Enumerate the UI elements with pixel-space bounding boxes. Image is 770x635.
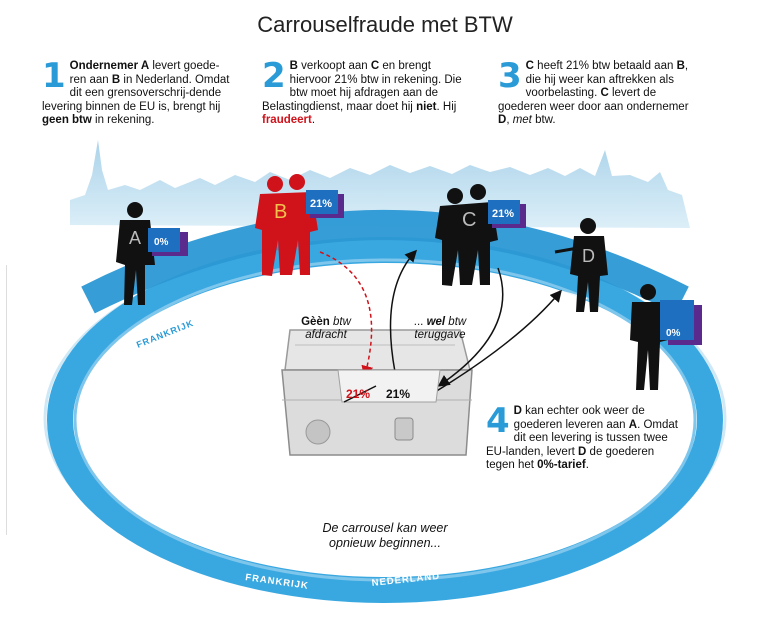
person-c-figures (435, 184, 526, 286)
step-1-number: 1 (42, 56, 66, 96)
step-1-text: 1 Ondernemer A levert goede-ren aan B in… (42, 56, 232, 128)
step-2-number: 2 (262, 56, 286, 96)
step-4-segment: . Omdat dit een levering is tussen twee … (486, 418, 678, 458)
box-labels: 0% 21% 21% 0% (154, 198, 681, 339)
band-label-top-fr: FRANKRIJK (135, 318, 195, 350)
person-letter-c: C (462, 209, 476, 231)
step-2-segment: C (370, 60, 380, 72)
skyline (70, 140, 690, 228)
step-4-segment: kan echter ook weer de goederen leveren … (513, 405, 645, 431)
flow-arrows (319, 249, 562, 393)
step-4-segment: . (585, 459, 589, 471)
step-4-segment: de goederen tegen het (486, 445, 655, 472)
chest-struck-value: 21% (346, 387, 370, 401)
step-1-segment: B (111, 73, 121, 86)
chest-value: 21% (386, 387, 410, 401)
step-2-segment: niet (416, 100, 437, 113)
box-label-b: 21% (310, 198, 332, 210)
person-a-return-figure (630, 284, 702, 390)
person-d-figure (554, 218, 608, 312)
box-label-a: 0% (154, 237, 169, 248)
step-3-segment: levert de goederen weer door aan onderne… (498, 87, 689, 113)
step-4-segment: 0%-tarief (537, 459, 586, 471)
step-4-number: 4 (486, 401, 510, 441)
page-title: Carrouselfraude met BTW (257, 12, 513, 37)
wel-teruggave-label: ... wel btw teruggave (413, 316, 467, 341)
step-3-segment: heeft 21% btw betaald aan (533, 60, 677, 72)
page-edge (0, 265, 7, 535)
step-3-segment: C (525, 60, 534, 72)
geen-afdracht-label: Gèèn btw afdracht (301, 316, 351, 341)
box-label-d: 0% (666, 328, 681, 339)
step-4-text: 4 D kan echter ook weer de goederen leve… (486, 401, 682, 473)
step-2-segment: fraudeert (262, 114, 312, 126)
box-label-c: 21% (492, 208, 514, 220)
chest-sheet (337, 369, 441, 403)
step-2-segment: verkoopt aan (297, 60, 371, 72)
chest-labels: 21% 21% (346, 387, 410, 401)
person-letter-d: D (582, 246, 595, 266)
step-2-segment: . (311, 114, 316, 126)
step-1-segment: in Nederland. Omdat dit een grensoversch… (42, 73, 230, 113)
step-3-text: 3 C heeft 21% btw betaald aan B, die hij… (498, 56, 698, 128)
step-2-body: B verkoopt aan C en brengt hiervoor 21% … (262, 60, 462, 126)
step-3-segment: B (676, 60, 685, 72)
step-3-segment: , die hij weer kan aftrekken als voorbel… (525, 60, 689, 99)
step-3-segment: met (512, 114, 532, 126)
step-4-body: D kan echter ook weer de goederen levere… (486, 405, 678, 471)
step-2-text: 2 B verkoopt aan C en brengt hiervoor 21… (262, 56, 462, 128)
step-2-segment: en brengt hiervoor 21% btw in rekening. … (262, 60, 462, 113)
restart-caption: De carrousel kan weer opnieuw beginnen..… (322, 521, 448, 550)
person-letter-b: B (274, 201, 287, 223)
person-letter-a: A (129, 228, 141, 248)
step-1-segment: levert goede-ren aan (69, 60, 220, 86)
step-1-segment: in rekening. (91, 114, 155, 126)
step-4-segment: A (628, 418, 638, 431)
step-1-segment: geen btw (42, 114, 92, 126)
step-3-segment: C (600, 87, 609, 99)
step-3-segment: , (506, 114, 513, 126)
person-letters: A B C D (129, 201, 595, 266)
step-3-number: 3 (498, 56, 522, 96)
step-1-body: Ondernemer A levert goede-ren aan B in N… (42, 60, 230, 126)
step-3-body: C heeft 21% btw betaald aan B, die hij w… (498, 60, 689, 126)
step-3-segment: btw. (531, 114, 556, 126)
person-a-figure (116, 202, 188, 305)
person-b-figures (255, 174, 344, 276)
step-1-segment: Ondernemer A (69, 60, 150, 72)
step-4-segment: D (513, 405, 522, 417)
step-4-segment: D (578, 445, 587, 458)
step-3-segment: D (498, 114, 507, 126)
step-2-segment: . Hij (436, 100, 457, 113)
step-2-segment: B (289, 60, 298, 72)
band-label-top-nl: NEDERLAND (237, 285, 307, 307)
